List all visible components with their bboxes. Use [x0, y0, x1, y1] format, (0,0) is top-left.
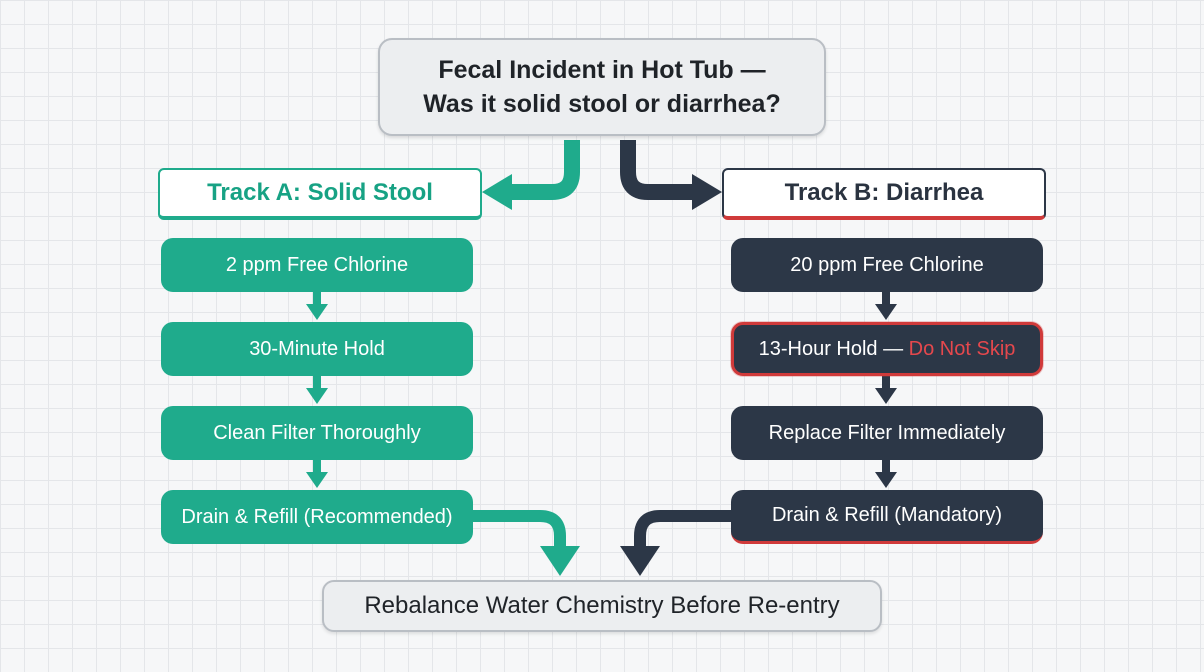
- track-a-step-1: 2 ppm Free Chlorine: [161, 238, 473, 292]
- track-a-header: Track A: Solid Stool: [158, 168, 482, 220]
- track-a-step-2: 30-Minute Hold: [161, 322, 473, 376]
- arrow-b-step3-to-step4: [875, 460, 897, 488]
- track-b-step-2-label: 13-Hour Hold —: [758, 337, 909, 360]
- track-a-step-4: Drain & Refill (Recommended): [161, 490, 473, 544]
- arrow-a-step3-to-step4: [306, 460, 328, 488]
- arrow-b-to-final: [620, 510, 731, 576]
- arrow-b-step1-to-step2: [875, 292, 897, 320]
- track-b-step-4: Drain & Refill (Mandatory): [731, 490, 1043, 544]
- do-not-skip-warning: Do Not Skip: [908, 337, 1016, 360]
- question-line-2: Was it solid stool or diarrhea?: [423, 90, 781, 118]
- track-b-header: Track B: Diarrhea: [722, 168, 1046, 220]
- arrow-question-to-track-a: [482, 140, 580, 210]
- arrow-a-to-final: [473, 510, 580, 576]
- question-line-1: Fecal Incident in Hot Tub —: [438, 56, 766, 84]
- arrow-a-step1-to-step2: [306, 292, 328, 320]
- arrow-question-to-track-b: [620, 140, 722, 210]
- track-a-step-3: Clean Filter Thoroughly: [161, 406, 473, 460]
- arrow-b-step2-to-step3: [875, 376, 897, 404]
- track-b-step-3: Replace Filter Immediately: [731, 406, 1043, 460]
- track-b-step-2: 13-Hour Hold — Do Not Skip: [731, 322, 1043, 376]
- arrow-a-step2-to-step3: [306, 376, 328, 404]
- track-b-step-1: 20 ppm Free Chlorine: [731, 238, 1043, 292]
- decision-question: Fecal Incident in Hot Tub — Was it solid…: [378, 38, 826, 136]
- final-step-rebalance: Rebalance Water Chemistry Before Re-entr…: [322, 580, 882, 632]
